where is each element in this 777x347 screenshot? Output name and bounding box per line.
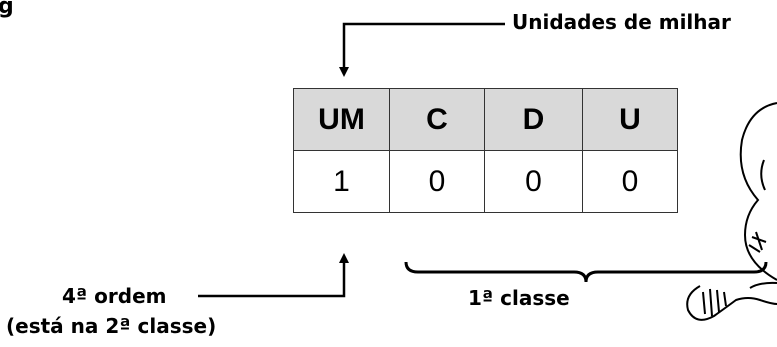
table-digit-row: 1 0 0 0 [293, 150, 678, 213]
digit-units: 0 [582, 150, 678, 213]
order-label: 4ª ordem [62, 284, 167, 308]
header-hundreds: C [389, 88, 485, 151]
first-class-label: 1ª classe [468, 286, 570, 310]
digit-hundreds: 0 [389, 150, 485, 213]
top-text-fragment: g [0, 0, 14, 19]
header-units: U [582, 88, 678, 151]
header-tens: D [484, 88, 583, 151]
cartoon-character [686, 102, 777, 321]
thousands-arrow [339, 22, 505, 77]
header-thousands-units: UM [293, 88, 390, 151]
place-value-table: UM C D U 1 0 0 0 [293, 88, 678, 213]
class-note-label: (está na 2ª classe) [6, 314, 217, 338]
digit-tens: 0 [484, 150, 583, 213]
order-arrow [198, 253, 349, 298]
digit-thousands-units: 1 [293, 150, 390, 213]
first-class-brace [404, 261, 768, 283]
table-header-row: UM C D U [293, 88, 678, 151]
thousands-units-label: Unidades de milhar [512, 10, 731, 34]
